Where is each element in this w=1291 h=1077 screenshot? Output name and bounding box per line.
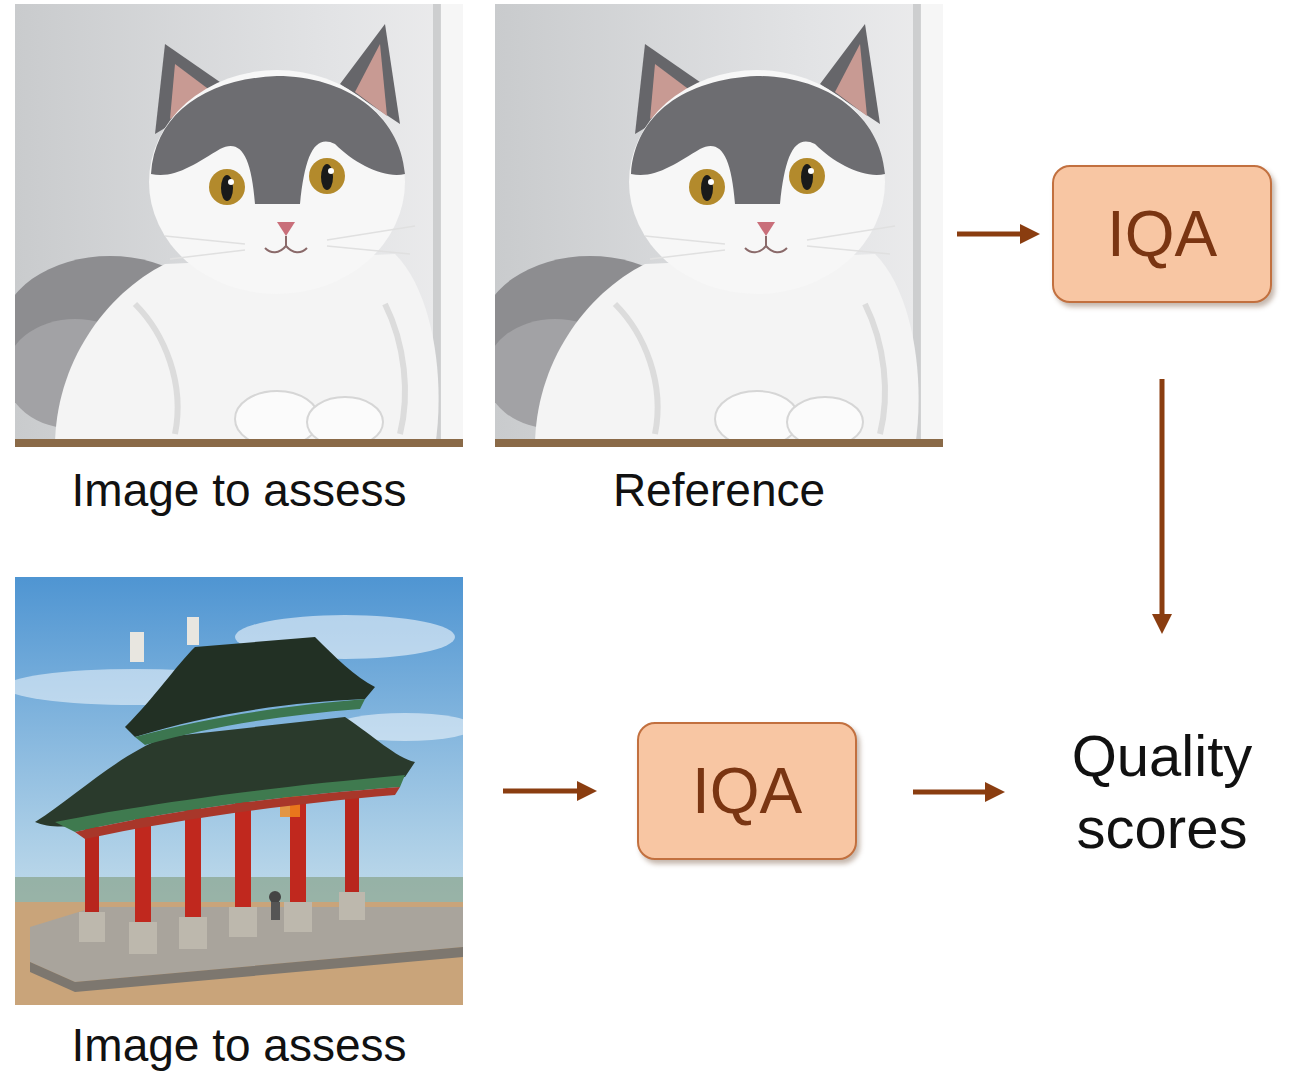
image-caption: Image to assess [72,1017,407,1073]
arrowhead [985,782,1005,802]
image-panel: Image to assess [15,4,463,528]
process-box: IQA [1052,165,1272,303]
process-box: IQA [637,722,857,860]
flow-arrow [1152,379,1172,634]
image-panel: Image to assess [15,577,463,1073]
reference-panel: Reference [495,4,943,528]
output-text: Quality scores [1035,720,1289,864]
image-caption: Reference [613,462,825,518]
arrowhead [1152,614,1172,634]
connector-line [1160,379,1165,618]
box-label: IQA [692,754,802,828]
flow-arrow [913,782,1005,802]
output-label: Quality scores [1035,720,1289,864]
box-label: IQA [1107,197,1217,271]
connector-line [913,790,989,795]
image-caption: Image to assess [72,462,407,518]
connector-line [957,232,1024,237]
connector-line [503,789,581,794]
flow-arrow [503,781,597,801]
arrowhead [1020,224,1040,244]
flow-arrow [957,224,1040,244]
arrowhead [577,781,597,801]
